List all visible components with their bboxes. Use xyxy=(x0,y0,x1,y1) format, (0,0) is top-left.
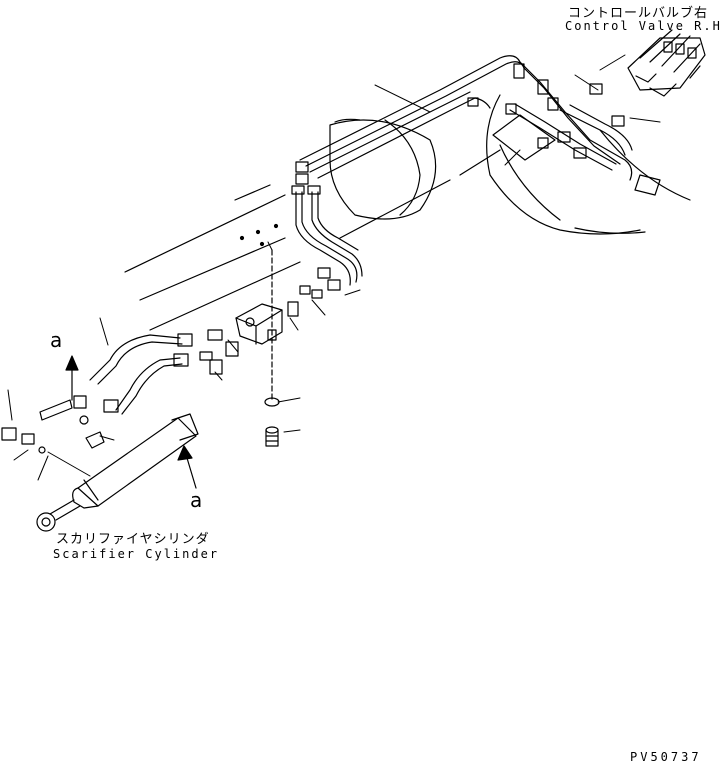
vertical-tubes xyxy=(291,185,363,299)
drawing-code: PV50737 xyxy=(630,750,702,764)
upper-tube-bundle xyxy=(295,55,633,185)
callout-a-lower: a xyxy=(190,488,203,512)
callout-arrows xyxy=(65,355,197,489)
scarifier-cylinder xyxy=(36,413,199,532)
control-valve-block xyxy=(627,29,706,97)
control-valve-label-en: Control Valve R.H. xyxy=(565,19,721,33)
main-frame xyxy=(124,94,691,331)
mid-valve-block xyxy=(199,301,299,375)
callout-a-upper: a xyxy=(50,328,63,352)
bolt-assembly xyxy=(264,249,280,447)
control-valve-label-jp: コントロールバルブ右 xyxy=(568,6,709,21)
scarifier-label-jp: スカリファイヤシリンダ xyxy=(56,532,210,547)
left-fittings xyxy=(1,399,105,454)
leader-lines xyxy=(7,54,661,481)
scarifier-label-en: Scarifier Cylinder xyxy=(53,547,220,561)
frame-dots xyxy=(239,223,279,247)
hoses xyxy=(73,333,193,415)
